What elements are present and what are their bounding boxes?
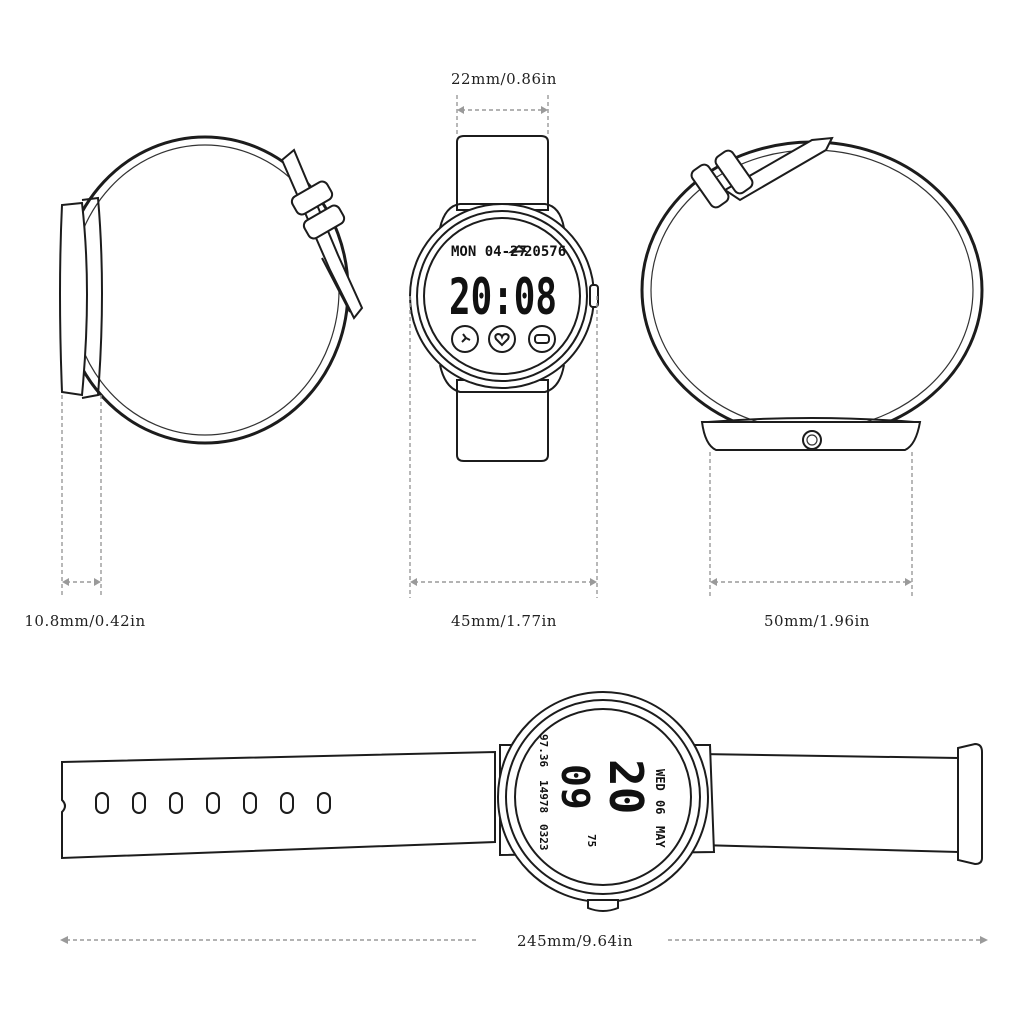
heart-icon xyxy=(488,325,516,353)
front-steps: 20576 xyxy=(524,244,566,260)
wrist-span-label: 50mm/1.96in xyxy=(764,612,870,630)
battery-icon xyxy=(528,325,556,353)
flat-day: WED xyxy=(653,769,667,791)
flat-screen-content: 20 09 WED 06 MAY 97.36 14978 0323 75 xyxy=(537,734,667,851)
front-date: MON 04-27 xyxy=(451,244,527,260)
front-time: 20:08 xyxy=(449,268,557,326)
flat-stat-1: 97.36 xyxy=(537,734,550,767)
flat-stat-2: 14978 xyxy=(537,780,550,813)
flat-hour: 20 xyxy=(599,759,653,814)
flat-date: 06 xyxy=(653,800,667,814)
shoe-icon xyxy=(507,244,528,254)
thickness-label: 10.8mm/0.42in xyxy=(24,612,145,630)
side-view-right xyxy=(640,136,984,598)
total-length-label: 245mm/9.64in xyxy=(517,932,633,950)
side-view-left xyxy=(59,135,364,598)
flat-view: 20 09 WED 06 MAY 97.36 14978 0323 75 xyxy=(60,691,988,944)
front-view: MON 04-27 20576 20:08 xyxy=(409,95,599,598)
run-icon xyxy=(451,325,479,353)
strap-with-holes xyxy=(61,750,496,860)
flat-minute: 09 xyxy=(553,764,597,810)
flat-stat-3: 0323 xyxy=(537,824,550,851)
case-diameter-label: 45mm/1.77in xyxy=(451,612,557,630)
flat-heart: 75 xyxy=(585,834,598,847)
band-width-label: 22mm/0.86in xyxy=(451,70,557,88)
flat-month: MAY xyxy=(653,826,667,848)
strap-holes xyxy=(95,792,331,814)
